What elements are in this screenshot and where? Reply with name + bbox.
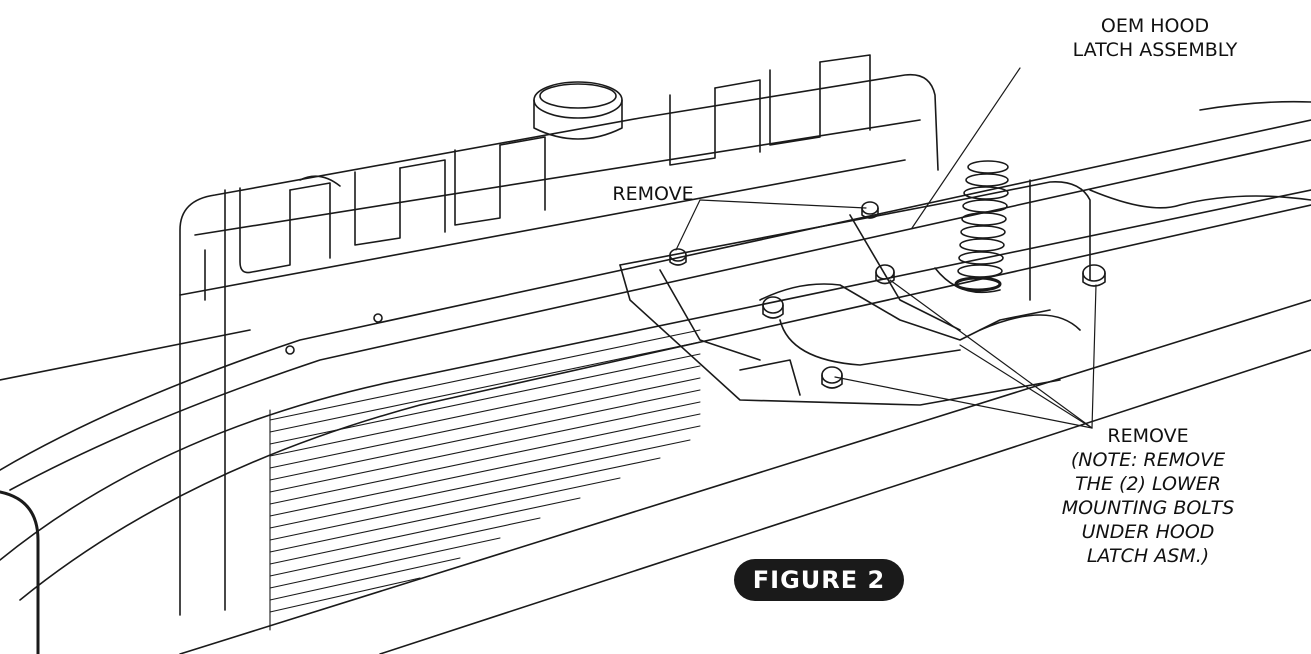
bolt-lower-left [762,296,784,319]
note-line-4: UNDER HOOD [1081,521,1215,543]
label-oem-line-2: LATCH ASSEMBLY [1072,39,1238,61]
hood-latch-assembly [619,179,1091,406]
note-line-2: THE (2) LOWER [1075,473,1221,495]
latch-spring [954,160,1009,292]
core-support [0,100,1311,654]
label-oem-line-1: OEM HOOD [1100,15,1210,37]
radiator-core [269,329,701,631]
label-remove-right-title: REMOVE [1107,425,1189,447]
label-oem-hood-latch: OEM HOOD LATCH ASSEMBLY [1005,14,1305,62]
note-line-5: LATCH ASM.) [1086,545,1210,567]
note-line-1: (NOTE: REMOVE [1070,449,1226,471]
figure-badge: FIGURE 2 [734,559,904,601]
radiator [179,54,939,616]
bolt-lower-center [821,366,843,389]
label-remove-right: REMOVE (NOTE: REMOVE THE (2) LOWER MOUNT… [1048,424,1248,568]
bolt-latch-center [875,264,895,285]
note-line-3: MOUNTING BOLTS [1061,497,1235,519]
page-corner-frame [0,490,40,654]
leader-lines [675,67,1097,429]
bolt-upper-left [669,248,687,266]
bolt-right [1082,264,1106,287]
label-remove-top: REMOVE [612,183,694,205]
